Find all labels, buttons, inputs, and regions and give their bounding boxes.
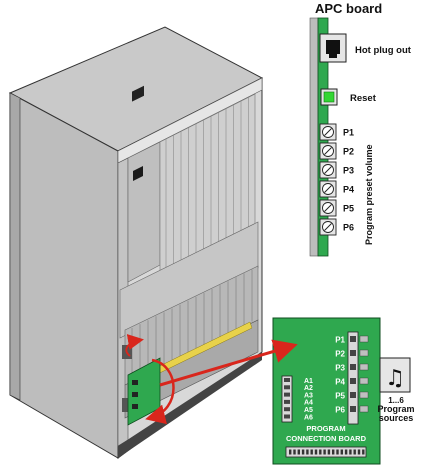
program-sources-range: 1...6 <box>388 396 404 405</box>
connection-board-title-line1: PROGRAM <box>306 424 345 433</box>
edge-pin <box>310 449 313 455</box>
pcb-connector-block <box>359 335 369 343</box>
lower-rack-lines <box>131 269 253 380</box>
edge-pin <box>349 449 352 455</box>
preset-label: P6 <box>343 223 354 233</box>
left-pin-label: A2 <box>304 385 313 392</box>
edge-pin <box>293 449 296 455</box>
pcb-connector-block <box>359 363 369 371</box>
terminal-pin <box>350 392 356 398</box>
left-pin-label: A3 <box>304 392 313 399</box>
preset-p6[interactable]: P6 <box>319 218 354 236</box>
potentiometer-slot <box>324 128 332 136</box>
edge-pin <box>327 449 331 455</box>
music-note-icon: ♫ <box>385 366 405 391</box>
program-sources-label-line2: sources <box>379 413 414 423</box>
potentiometer-slot <box>324 204 332 212</box>
pcb-connector-block <box>359 391 369 399</box>
left-pin-label: A5 <box>304 407 313 414</box>
edge-pin <box>306 449 309 455</box>
arrow-to-connection-board <box>159 339 298 387</box>
terminal-pin <box>350 336 356 342</box>
left-pin-terminals <box>284 378 290 419</box>
left-pin-label: A1 <box>304 378 313 385</box>
left-pin-label: A4 <box>304 400 313 407</box>
right-pin-terminals <box>350 336 356 412</box>
potentiometer-slot <box>324 223 332 231</box>
edge-pin <box>357 449 361 455</box>
edge-pin <box>289 449 292 455</box>
right-pin-label: P4 <box>335 378 345 387</box>
terminal-pin <box>284 378 290 382</box>
connection-arrows <box>125 334 298 425</box>
preset-p2[interactable]: P2 <box>319 142 354 160</box>
terminal-pin <box>350 350 356 356</box>
preset-label: P2 <box>343 147 354 157</box>
preset-label: P3 <box>343 166 354 176</box>
terminal-pin <box>284 392 290 397</box>
preset-label: P4 <box>343 185 354 195</box>
pcb-connector-block <box>359 349 369 357</box>
preset-p1[interactable]: P1 <box>319 123 354 141</box>
reset-button[interactable] <box>320 88 338 106</box>
right-pin-label: P6 <box>335 406 345 415</box>
right-pin-label: P1 <box>335 336 345 345</box>
preset-label: P5 <box>343 204 354 214</box>
curved-arrow-top <box>125 334 144 357</box>
edge-pin <box>297 449 300 455</box>
curved-arrow-insert <box>145 358 175 425</box>
apc-board: APC board Hot plug out Reset P1P2P3P4P5P… <box>309 1 412 257</box>
edge-pin <box>344 449 348 455</box>
terminal-pin <box>284 399 290 404</box>
terminal-pin <box>284 385 290 390</box>
apc-board-title: APC board <box>315 1 382 16</box>
program-sources: ♫ 1...6 Program sources <box>377 357 415 423</box>
edge-pin <box>340 449 343 455</box>
terminal-pin <box>350 378 356 384</box>
right-pin-label: P5 <box>335 392 345 401</box>
hot-plug-label: Hot plug out <box>355 45 412 56</box>
edge-pin <box>314 449 318 455</box>
edge-pin <box>301 449 305 455</box>
right-pin-label: P2 <box>335 350 345 359</box>
edge-pin <box>336 449 339 455</box>
edge-pin <box>353 449 356 455</box>
hot-plug-connector-icon[interactable] <box>319 33 347 63</box>
edge-pin <box>332 449 335 455</box>
terminal-pin <box>284 414 290 419</box>
edge-connector-pins <box>289 335 369 455</box>
connection-board-title-line2: CONNECTION BOARD <box>286 434 367 443</box>
preset-p4[interactable]: P4 <box>319 180 354 198</box>
preset-label: P1 <box>343 128 354 138</box>
left-pin-label: A6 <box>304 414 313 421</box>
potentiometer-slot <box>324 185 332 193</box>
program-sources-label-line1: Program <box>377 404 414 414</box>
terminal-pin <box>350 364 356 370</box>
pcb-connector-block <box>359 405 369 413</box>
terminal-pin <box>350 406 356 412</box>
edge-pin <box>323 449 326 455</box>
edge-pin <box>319 449 322 455</box>
reset-label: Reset <box>350 93 377 104</box>
terminal-pin <box>284 407 290 412</box>
potentiometer-slot <box>324 147 332 155</box>
preset-p3[interactable]: P3 <box>319 161 354 179</box>
preset-axis-label: Program preset volume <box>364 144 374 245</box>
right-pin-label: P3 <box>335 364 345 373</box>
edge-connector <box>285 446 367 458</box>
potentiometer-slot <box>324 166 332 174</box>
pcb-connector-block <box>359 377 369 385</box>
preset-p5[interactable]: P5 <box>319 199 354 217</box>
edge-pin <box>362 449 365 455</box>
